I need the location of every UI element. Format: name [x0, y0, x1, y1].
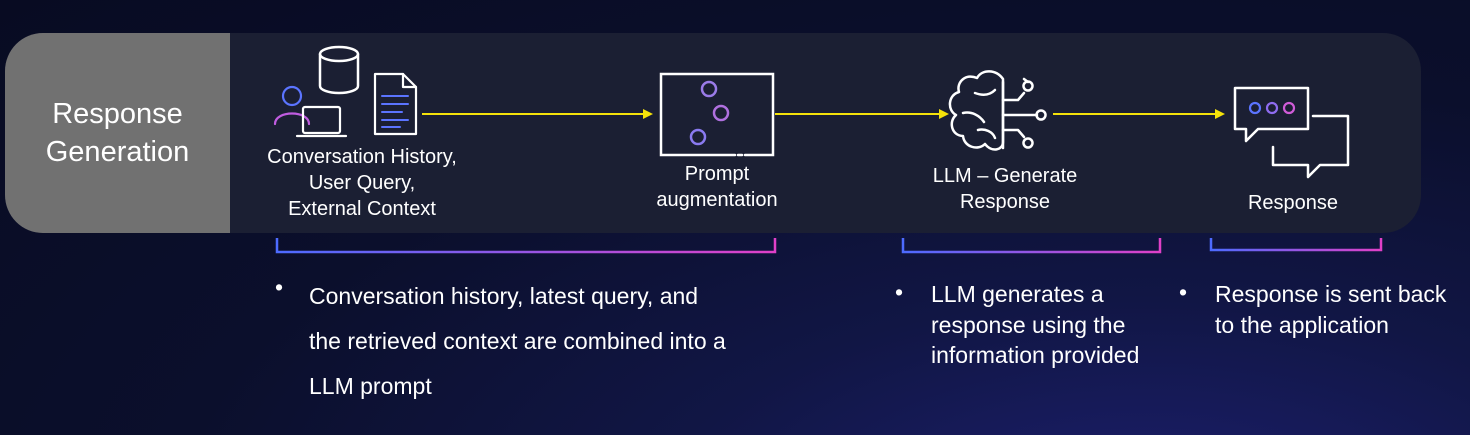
brain-circuit-icon	[948, 70, 1047, 151]
stage-label-prompt-augmentation: Prompt augmentation	[656, 163, 778, 211]
section-label-panel: Response Generation	[5, 33, 230, 233]
sliders-panel-icon	[659, 72, 775, 157]
chat-bubbles-icon	[1233, 86, 1350, 179]
arrow-llm-to-response	[1053, 109, 1225, 119]
note-generate: • LLM generates a response using the inf…	[895, 279, 1185, 379]
note-generate-text: LLM generates a response using the infor…	[931, 281, 1140, 368]
bullet-dot: •	[275, 274, 284, 300]
bracket-group	[275, 238, 1383, 254]
arrow-context-to-prompt	[422, 109, 653, 119]
bullet-dot: •	[895, 279, 904, 305]
note-response-text: Response is sent back to the application	[1215, 281, 1447, 338]
note-combine-text: Conversation history, latest query, and …	[309, 283, 726, 399]
section-label: Response Generation	[45, 98, 190, 168]
stage-label-response: Response	[1247, 192, 1339, 214]
bracket-response	[1209, 238, 1383, 252]
bracket-combine	[275, 238, 777, 254]
note-combine: • Conversation history, latest query, an…	[275, 274, 815, 404]
user-laptop-database-document-icon	[273, 45, 418, 138]
flow-arrows	[422, 109, 1225, 119]
stage-label-inputs: Conversation History, User Query, Extern…	[267, 146, 457, 220]
process-banner: Response Generation	[5, 33, 1421, 233]
arrow-prompt-to-llm	[775, 109, 949, 119]
bracket-generate	[901, 238, 1162, 254]
stage-label-llm-generate: LLM – Generate Response	[932, 165, 1078, 213]
bullet-dot: •	[1179, 279, 1188, 305]
note-response: • Response is sent back to the applicati…	[1179, 279, 1464, 349]
